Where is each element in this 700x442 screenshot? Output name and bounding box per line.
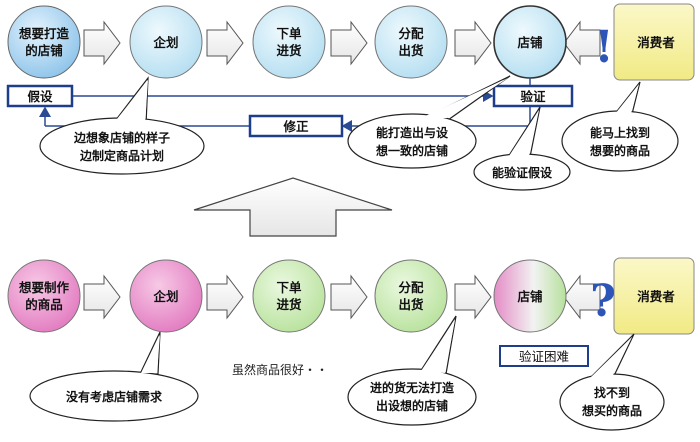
callout-bottom-consumer-line-2: 想买的商品 — [581, 403, 642, 418]
node-top-order-label-1: 下单 — [276, 26, 302, 41]
callout-top-plan-line-2: 边制定商品计划 — [79, 148, 164, 163]
node-top-order — [252, 5, 326, 79]
node-top-plan-label: 企划 — [152, 35, 178, 50]
hypothesis-label: 假设 — [27, 89, 53, 104]
node-bottom-consumer-label: 消费者 — [637, 289, 675, 304]
node-bottom-plan — [129, 259, 203, 333]
node-top-plan — [129, 5, 203, 79]
callout-bottom-consumer-line-1: 找不到 — [594, 385, 630, 400]
callout-bottom-plan-line: 没有考虑店铺需求 — [66, 389, 163, 404]
callout-bottom-goods-line-1: 进的货无法打造 — [370, 380, 455, 395]
node-top-start-label-2: 的店铺 — [25, 43, 63, 58]
node-bottom-distribution — [374, 259, 448, 333]
callout-top-verify-line: 能验证假设 — [492, 165, 553, 180]
node-bottom-order-label-2: 进货 — [276, 297, 302, 312]
node-bottom-distribution-label-1: 分配 — [398, 280, 424, 295]
hypothesis-box — [6, 84, 74, 108]
bottom-flow-arrows — [83, 274, 601, 320]
node-top-consumer — [613, 3, 695, 81]
top-flow-arrows — [83, 20, 601, 66]
node-bottom-distribution-label-2: 出货 — [398, 297, 424, 312]
node-top-distribution — [374, 5, 448, 79]
node-bottom-plan-label: 企划 — [152, 289, 178, 304]
big-up-arrow — [193, 177, 393, 237]
node-bottom-start-label-1: 想要制作 — [18, 280, 70, 295]
verify-hard-label: 验证困难 — [519, 349, 569, 364]
callout-bottom-goods-line-2: 出设想的店铺 — [376, 398, 448, 413]
fix-box — [248, 114, 344, 138]
node-bottom-order — [252, 259, 326, 333]
question-mark-icon: ? — [590, 276, 616, 327]
callout-top-plan — [39, 76, 205, 175]
node-top-store-label: 店铺 — [517, 35, 543, 50]
verify-hard-box — [499, 345, 589, 367]
node-top-consumer-label: 消费者 — [637, 35, 675, 50]
node-top-start — [7, 5, 81, 79]
callout-top-verify — [473, 106, 571, 191]
node-bottom-store-label: 店铺 — [517, 289, 543, 304]
note-text: 虽然商品很好・・ — [232, 362, 328, 377]
node-bottom-start — [7, 259, 81, 333]
callout-top-consumer-line-1: 能马上找到 — [590, 125, 650, 140]
verify-box — [492, 84, 574, 108]
fix-label: 修正 — [282, 119, 309, 134]
node-bottom-start-label-2: 的商品 — [25, 297, 63, 312]
node-top-order-label-2: 进货 — [276, 43, 302, 58]
node-bottom-consumer — [613, 257, 695, 335]
verify-label: 验证 — [520, 89, 546, 104]
node-bottom-order-label-1: 下单 — [276, 280, 302, 295]
callout-top-store-line-1: 能打造出与设 — [376, 125, 449, 140]
node-top-distribution-label-2: 出货 — [398, 43, 424, 58]
callout-bottom-consumer — [559, 333, 665, 431]
node-top-distribution-label-1: 分配 — [398, 26, 424, 41]
callout-top-plan-line-1: 边想象店铺的样子 — [73, 130, 170, 145]
node-bottom-store — [493, 259, 567, 333]
callout-top-consumer-line-2: 想要的商品 — [589, 143, 650, 158]
callout-top-consumer — [561, 81, 679, 172]
callout-bottom-goods — [347, 315, 477, 426]
callout-top-store-line-2: 想一致的店铺 — [375, 143, 448, 158]
callout-top-store — [347, 75, 511, 169]
callout-bottom-plan — [29, 331, 199, 422]
node-top-start-label-1: 想要打造 — [18, 26, 70, 41]
exclamation-mark-icon: ! — [594, 22, 613, 73]
